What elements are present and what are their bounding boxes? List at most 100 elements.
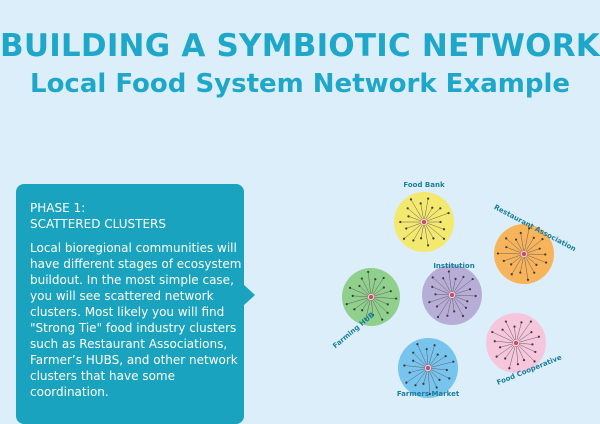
node-dot bbox=[513, 325, 515, 327]
node-dot bbox=[439, 221, 441, 223]
hub-node bbox=[368, 294, 373, 299]
hub-node bbox=[513, 340, 518, 345]
node-dot bbox=[472, 278, 474, 280]
node-dot bbox=[475, 295, 477, 297]
node-dot bbox=[520, 232, 522, 234]
node-dot bbox=[433, 344, 435, 346]
node-dot bbox=[533, 272, 535, 274]
node-dot bbox=[505, 320, 507, 322]
node-dot bbox=[412, 239, 414, 241]
node-dot bbox=[349, 287, 351, 289]
node-dot bbox=[367, 271, 369, 273]
node-dot bbox=[420, 237, 422, 239]
node-dot bbox=[387, 303, 389, 305]
node-dot bbox=[431, 286, 433, 288]
node-dot bbox=[445, 355, 447, 357]
node-dot bbox=[358, 285, 360, 287]
node-dot bbox=[434, 293, 436, 295]
hub-node bbox=[449, 292, 454, 297]
node-dot bbox=[452, 361, 454, 363]
node-dot bbox=[515, 238, 517, 240]
institution-label: Institution bbox=[433, 262, 474, 270]
node-dot bbox=[533, 237, 535, 239]
node-dot bbox=[428, 301, 430, 303]
hub-node bbox=[425, 365, 430, 370]
node-dot bbox=[352, 295, 354, 297]
node-dot bbox=[407, 215, 409, 217]
node-dot bbox=[511, 273, 513, 275]
node-dot bbox=[403, 238, 405, 240]
node-dot bbox=[431, 207, 433, 209]
node-dot bbox=[538, 336, 540, 338]
node-dot bbox=[446, 315, 448, 317]
node-dot bbox=[403, 364, 405, 366]
node-dot bbox=[407, 207, 409, 209]
node-dot bbox=[517, 363, 519, 365]
food-bank-cluster: Food Bank bbox=[394, 181, 454, 252]
node-dot bbox=[386, 312, 388, 314]
node-dot bbox=[381, 318, 383, 320]
node-dot bbox=[448, 377, 450, 379]
node-dot bbox=[405, 227, 407, 229]
node-dot bbox=[395, 297, 397, 299]
node-dot bbox=[405, 381, 407, 383]
node-dot bbox=[447, 212, 449, 214]
node-dot bbox=[420, 202, 422, 204]
node-dot bbox=[469, 288, 471, 290]
food-cooperative-cluster: Food Cooperative bbox=[486, 313, 563, 387]
institution-cluster: Institution bbox=[422, 262, 482, 325]
node-dot bbox=[390, 290, 392, 292]
restaurant-association-cluster: Restaurant Association bbox=[493, 203, 578, 284]
node-dot bbox=[414, 384, 416, 386]
node-dot bbox=[374, 278, 376, 280]
node-dot bbox=[437, 316, 439, 318]
node-dot bbox=[412, 360, 414, 362]
node-dot bbox=[409, 371, 411, 373]
node-dot bbox=[422, 383, 424, 385]
node-dot bbox=[412, 352, 414, 354]
node-dot bbox=[501, 329, 503, 331]
node-dot bbox=[442, 277, 444, 279]
node-dot bbox=[530, 331, 532, 333]
node-dot bbox=[410, 198, 412, 200]
node-dot bbox=[533, 360, 535, 362]
node-dot bbox=[439, 207, 441, 209]
node-dot bbox=[465, 307, 467, 309]
node-dot bbox=[510, 263, 512, 265]
node-dot bbox=[527, 279, 529, 281]
hub-node bbox=[421, 219, 426, 224]
node-dot bbox=[437, 354, 439, 356]
node-dot bbox=[535, 264, 537, 266]
node-dot bbox=[438, 379, 440, 381]
node-dot bbox=[497, 252, 499, 254]
node-dot bbox=[531, 343, 533, 345]
node-dot bbox=[361, 277, 363, 279]
node-dot bbox=[443, 238, 445, 240]
node-dot bbox=[462, 315, 464, 317]
node-dot bbox=[494, 340, 496, 342]
node-dot bbox=[496, 356, 498, 358]
node-dot bbox=[519, 271, 521, 273]
node-dot bbox=[462, 276, 464, 278]
node-dot bbox=[436, 305, 438, 307]
node-dot bbox=[432, 237, 434, 239]
node-dot bbox=[399, 221, 401, 223]
node-dot bbox=[523, 359, 525, 361]
node-dot bbox=[383, 277, 385, 279]
node-dot bbox=[504, 357, 506, 359]
node-dot bbox=[443, 228, 445, 230]
node-dot bbox=[427, 244, 429, 246]
node-dot bbox=[499, 346, 501, 348]
node-dot bbox=[448, 270, 450, 272]
food-bank-label: Food Bank bbox=[403, 181, 445, 189]
farmers-market-cluster: Farmers Market bbox=[397, 338, 460, 398]
node-dot bbox=[453, 310, 455, 312]
node-dot bbox=[383, 286, 385, 288]
node-dot bbox=[446, 369, 448, 371]
node-dot bbox=[544, 253, 546, 255]
node-dot bbox=[503, 260, 505, 262]
node-dot bbox=[454, 278, 456, 280]
node-dot bbox=[530, 320, 532, 322]
node-dot bbox=[361, 309, 363, 311]
hub-node bbox=[521, 251, 526, 256]
